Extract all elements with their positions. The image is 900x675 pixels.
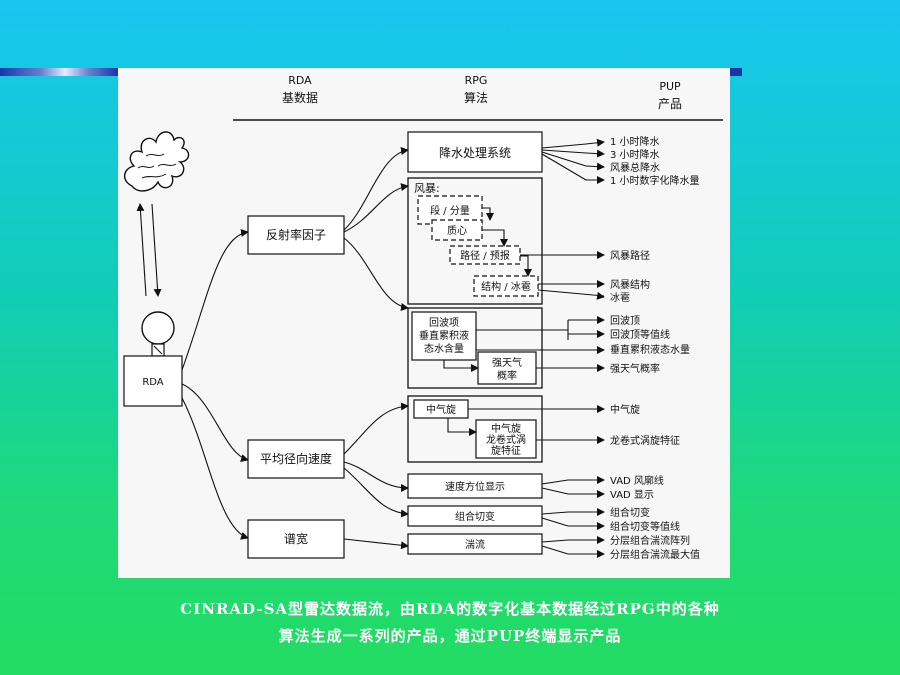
title-decoration-bar-right	[730, 68, 742, 76]
header-rda-line2: 基数据	[282, 90, 318, 105]
severe-probability-box	[477, 351, 537, 385]
product-vad-display: VAD 显示	[610, 489, 654, 501]
radar-beam-arrow-up	[136, 203, 147, 297]
radar-beam-arrow-down	[151, 203, 162, 297]
spectrum-width-label: 谱宽	[284, 531, 308, 546]
product-mesocyclone: 中气旋	[610, 403, 640, 416]
svg-text:组合切变: 组合切变	[455, 510, 495, 523]
caption: CINRAD-SA型雷达数据流，由RDA的数字化基本数据经过RPG中的各种 算法…	[0, 596, 900, 650]
svg-text:路径 / 预报: 路径 / 预报	[460, 249, 510, 262]
svg-text:龙卷式涡: 龙卷式涡	[486, 433, 526, 446]
meso-panel	[407, 395, 543, 463]
rda-label: RDA	[142, 377, 163, 388]
product-storm-structure: 风暴结构	[610, 278, 650, 291]
precip-system-box	[407, 131, 543, 173]
combined-shear-box	[407, 505, 543, 527]
product-vad-profile: VAD 风廓线	[610, 474, 664, 487]
svg-text:垂直累积液: 垂直累积液	[419, 329, 469, 342]
svg-text:质心: 质心	[447, 225, 467, 237]
precip-system-label: 降水处理系统	[439, 146, 511, 160]
velocity-box	[247, 439, 345, 479]
caption-line-2: 算法生成一系列的产品，通过PUP终端显示产品	[278, 627, 622, 645]
storm-step-segment	[417, 195, 483, 225]
data-flow-figure: RDA 基数据 RPG 算法 PUP 产品 RDA 反射率因子 平均径向速度 谱…	[118, 68, 730, 578]
vad-box	[407, 473, 543, 499]
tvs-box	[475, 419, 537, 459]
header-rpg-line2: 算法	[464, 90, 488, 105]
title-decoration-bar	[0, 68, 118, 76]
product-echo-top: 回波顶	[610, 314, 640, 327]
echo-panel	[407, 307, 543, 389]
product-precip-1h: 1 小时降水	[610, 135, 660, 148]
svg-text:段 / 分量: 段 / 分量	[430, 204, 470, 217]
header-pup-line2: 产品	[658, 97, 682, 111]
product-severe-probability: 强天气概率	[610, 362, 660, 375]
storm-panel	[407, 177, 543, 305]
product-combined-shear: 组合切变	[610, 506, 650, 519]
product-combined-shear-contour: 组合切变等值线	[610, 520, 680, 533]
product-storm-track: 风暴路径	[610, 249, 650, 262]
svg-text:湍流: 湍流	[465, 538, 485, 551]
product-precip-3h: 3 小时降水	[610, 148, 660, 161]
header-rpg-line1: RPG	[465, 74, 488, 87]
svg-text:强天气: 强天气	[492, 356, 522, 369]
svg-text:旋特征: 旋特征	[491, 444, 521, 457]
velocity-label: 平均径向速度	[260, 451, 332, 466]
svg-text:回波项: 回波项	[429, 316, 459, 329]
svg-text:中气旋: 中气旋	[426, 403, 456, 416]
product-hail: 冰雹	[610, 291, 630, 304]
product-precip-digital-1h: 1 小时数字化降水量	[610, 174, 700, 187]
product-vil: 垂直累积液态水量	[610, 343, 690, 356]
storm-title: 风暴:	[414, 182, 440, 195]
product-turbulence-array: 分层组合湍流阵列	[610, 534, 690, 547]
product-echo-top-contour: 回波顶等值线	[610, 328, 670, 341]
echo-top-vil-box	[411, 311, 477, 361]
caption-line-1: CINRAD-SA型雷达数据流，由RDA的数字化基本数据经过RPG中的各种	[180, 600, 720, 618]
svg-text:结构 / 冰雹: 结构 / 冰雹	[481, 280, 531, 293]
radar-dome-icon	[141, 311, 175, 345]
storm-step-track	[449, 245, 521, 265]
reflectivity-label: 反射率因子	[266, 227, 326, 242]
svg-text:中气旋: 中气旋	[491, 422, 521, 435]
turbulence-box	[407, 533, 543, 555]
storm-step-structure	[473, 275, 539, 297]
storm-cloud-icon	[124, 131, 190, 192]
product-precip-storm-total: 风暴总降水	[610, 161, 660, 174]
svg-text:态水含量: 态水含量	[424, 342, 464, 355]
svg-text:概率: 概率	[497, 369, 517, 382]
reflectivity-box	[247, 215, 345, 255]
product-turbulence-max: 分层组合湍流最大值	[610, 548, 700, 561]
header-rda-line1: RDA	[288, 74, 312, 87]
rda-box	[123, 355, 183, 407]
header-pup-line1: PUP	[659, 80, 681, 93]
svg-text:速度方位显示: 速度方位显示	[445, 480, 505, 493]
product-tvs: 龙卷式涡旋特征	[610, 434, 680, 447]
